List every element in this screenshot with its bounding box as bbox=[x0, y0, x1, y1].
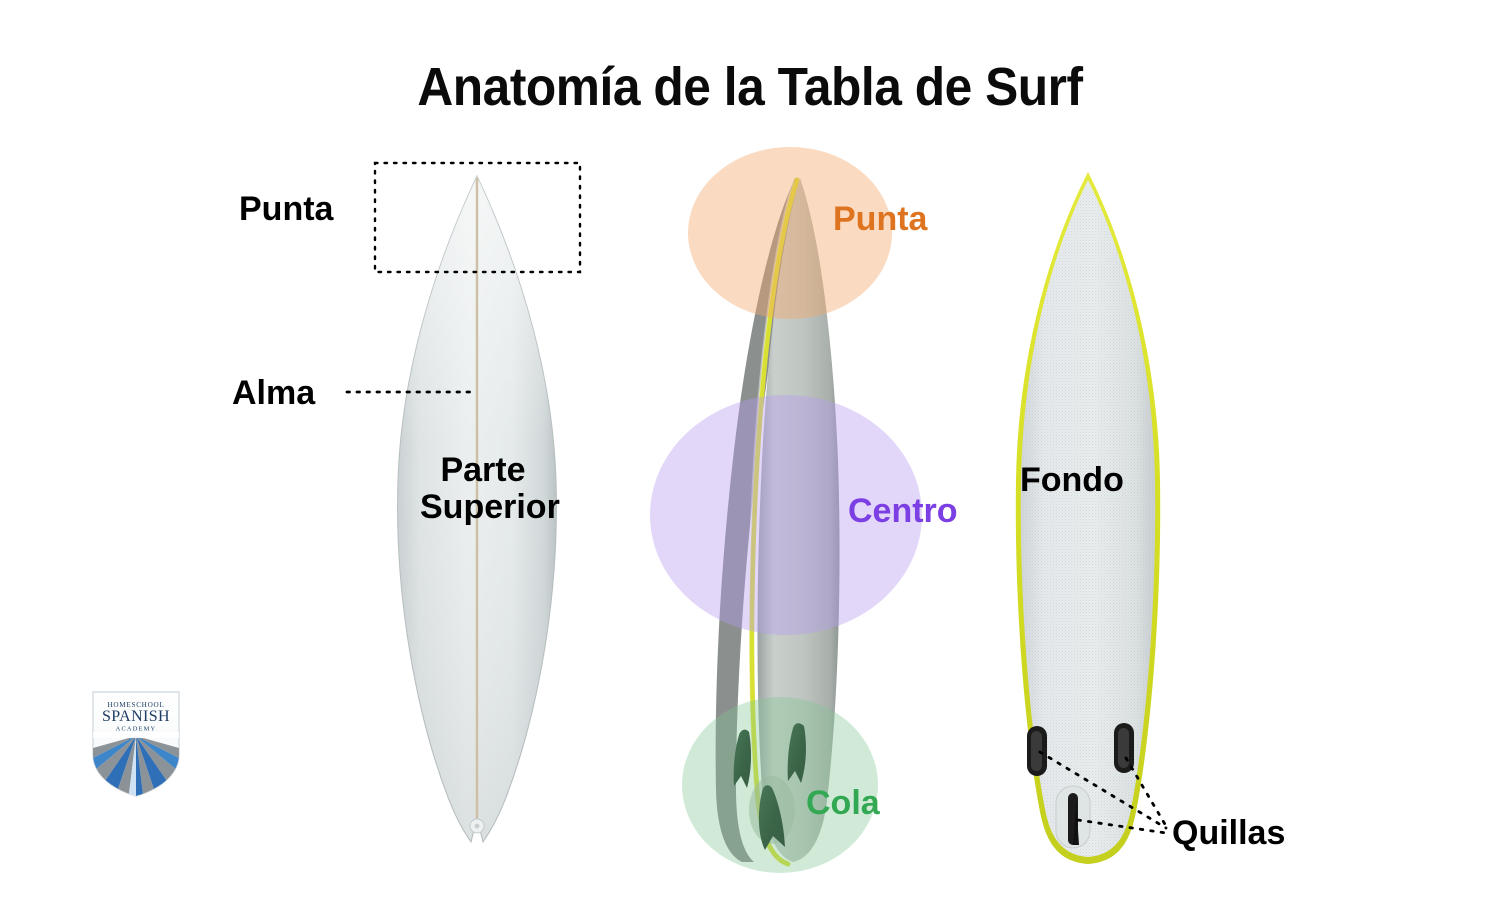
fin-rail-center bbox=[749, 776, 795, 850]
centro-highlight-circle bbox=[650, 395, 922, 635]
logo-line-3: ACADEMY bbox=[116, 726, 157, 733]
cola-highlight-circle bbox=[682, 697, 878, 873]
logo-line-2: SPANISH bbox=[102, 708, 170, 725]
fin-rail-right bbox=[787, 723, 806, 783]
fin-rail-left bbox=[733, 729, 752, 788]
quillas-leader-center bbox=[1076, 818, 1168, 835]
logo-line-1: HOMESCHOOL bbox=[108, 701, 165, 709]
punta-dotted-box bbox=[373, 161, 582, 274]
board-deck bbox=[397, 174, 557, 844]
board-bottom bbox=[1015, 172, 1161, 864]
fin-box-center bbox=[1055, 785, 1091, 849]
punta-highlight-circle bbox=[688, 147, 892, 319]
quillas-leader-left bbox=[1038, 750, 1168, 830]
fin-box-left bbox=[1027, 726, 1047, 776]
quillas-leader-right bbox=[1124, 756, 1168, 828]
logo-shield-icon: HOMESCHOOL SPANISH ACADEMY bbox=[92, 691, 180, 797]
brand-logo: HOMESCHOOL SPANISH ACADEMY bbox=[85, 688, 187, 800]
page-title: Anatomía de la Tabla de Surf bbox=[417, 57, 1083, 117]
board-rail bbox=[715, 177, 840, 867]
